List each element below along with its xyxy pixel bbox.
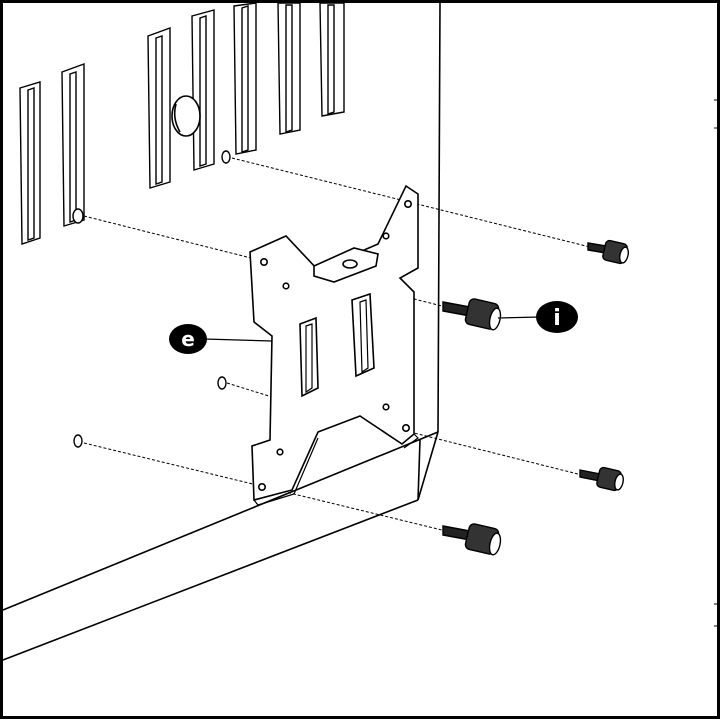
plate-hole xyxy=(276,448,284,456)
vent-slot-inner xyxy=(327,4,335,115)
thumb-screws xyxy=(442,239,629,556)
vent-slot xyxy=(147,27,171,189)
plate-hole xyxy=(401,423,410,432)
monitor-right-edge xyxy=(437,2,441,433)
vent-slot xyxy=(277,2,301,135)
guide-line xyxy=(226,382,273,398)
vent-slot-inner xyxy=(285,4,293,133)
plate-hole xyxy=(382,403,390,411)
vent-slots xyxy=(19,2,345,245)
callout-screw: i xyxy=(497,301,578,333)
plate-slot-right xyxy=(351,292,375,378)
monitor-hole-bottom-right xyxy=(217,376,227,390)
monitor-screw-holes xyxy=(72,150,231,448)
plate-hole xyxy=(403,200,412,209)
plate-hole xyxy=(282,282,290,290)
callout-plate-badge xyxy=(169,324,207,354)
vent-slot xyxy=(319,2,345,117)
callout-screw-label: i xyxy=(553,306,561,331)
vent-slot-inner xyxy=(155,35,163,185)
plate-slot-left xyxy=(299,316,319,398)
tab-hole xyxy=(342,259,358,269)
mount-plate xyxy=(249,184,419,506)
rear-port xyxy=(171,95,201,137)
vent-slot xyxy=(61,63,85,227)
monitor-hole-top-left xyxy=(72,208,84,224)
edge-marks xyxy=(714,99,719,627)
callout-plate: e xyxy=(169,324,273,354)
monitor-back xyxy=(2,2,441,661)
monitor-corner-inner xyxy=(417,439,421,501)
monitor-bottom-edge xyxy=(2,431,439,611)
monitor-hole-bottom-left xyxy=(73,434,83,448)
vent-slot xyxy=(233,2,257,155)
vent-slot-inner xyxy=(241,5,249,153)
thumb-screw xyxy=(442,298,502,331)
thumb-screw xyxy=(579,466,624,492)
plate-hole xyxy=(259,257,268,266)
plate-hole xyxy=(257,482,266,491)
guide-line xyxy=(409,431,583,476)
callout-screw-leader xyxy=(497,316,541,319)
plate-hole xyxy=(382,232,390,240)
vent-slot-inner xyxy=(27,87,35,241)
monitor-bottom-bevel xyxy=(2,499,419,661)
vent-slot xyxy=(19,81,41,245)
guide-line xyxy=(231,157,591,248)
monitor-corner-bevel xyxy=(417,431,439,501)
monitor-hole-top-right xyxy=(221,150,231,164)
thumb-screw xyxy=(587,239,629,265)
callout-screw-badge xyxy=(536,301,578,333)
vent-slot xyxy=(191,9,215,171)
callout-plate-label: e xyxy=(181,327,195,351)
callout-plate-leader xyxy=(203,338,273,342)
mount-plate-outline xyxy=(249,184,419,502)
thumb-screw xyxy=(442,523,502,556)
